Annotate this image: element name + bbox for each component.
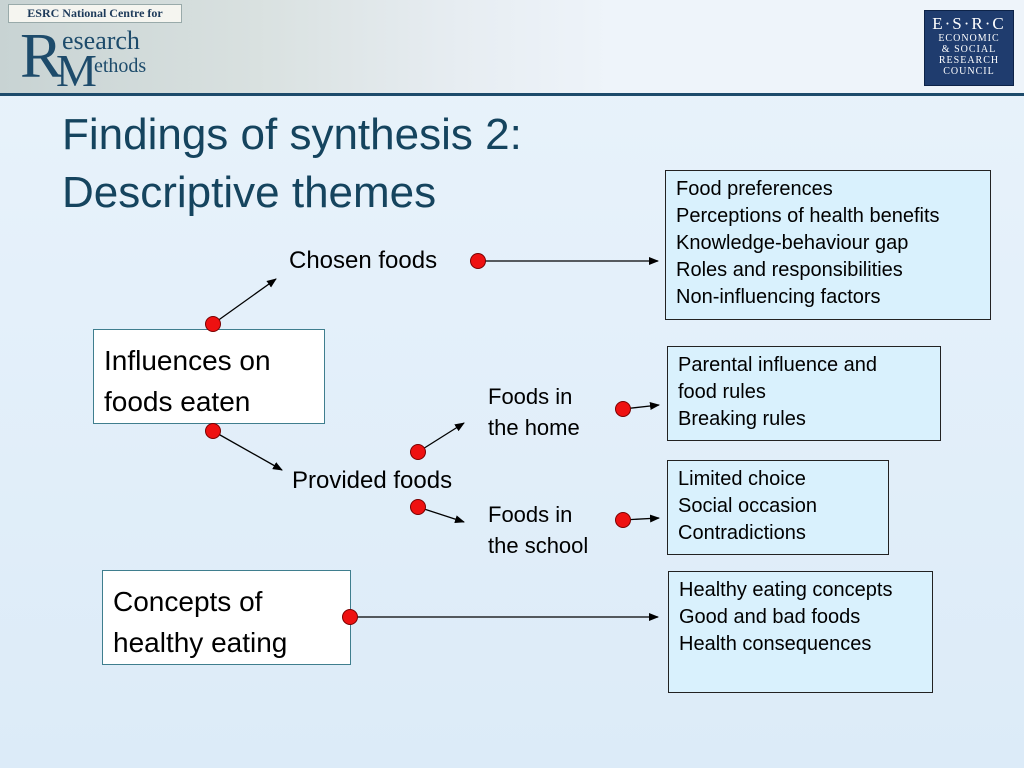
node-influences-top: [205, 316, 221, 332]
concepts-box: Concepts of healthy eating: [102, 570, 351, 665]
home-themes: Parental influence and food rules Breaki…: [667, 346, 941, 441]
logo-letter-m: M: [56, 45, 97, 96]
foods-home-label: Foods in the home: [488, 381, 580, 443]
logo-word-ethods: ethods: [94, 55, 147, 77]
node-concepts: [342, 609, 358, 625]
arrow-provided-to-home: [417, 422, 465, 453]
influences-box: Influences on foods eaten: [93, 329, 325, 424]
council-line: RESEARCH: [938, 55, 1000, 66]
node-influences-bottom: [205, 423, 221, 439]
influences-line-2: foods eaten: [104, 386, 251, 417]
council-line: COUNCIL: [943, 66, 995, 77]
theme-item: Perceptions of health benefits: [676, 205, 940, 227]
slide-title-line-1: Findings of synthesis 2:: [62, 110, 522, 159]
council-line: & SOCIAL: [941, 44, 997, 55]
esrc-council-logo: E·S·R·C ECONOMIC & SOCIAL RESEARCH COUNC…: [924, 10, 1014, 86]
arrow-influences-to-chosen: [212, 278, 277, 325]
council-line: ECONOMIC: [938, 33, 1000, 44]
foods-home-line-1: Foods in: [488, 384, 573, 409]
foods-school-line-2: the school: [488, 533, 589, 558]
theme-item: Good and bad foods: [679, 606, 861, 628]
node-provided-top: [410, 444, 426, 460]
node-foods-home: [615, 401, 631, 417]
slide-title-line-2: Descriptive themes: [62, 168, 437, 217]
theme-item: Non-influencing factors: [676, 286, 881, 308]
arrow-influences-to-provided: [212, 430, 283, 471]
header-divider: [0, 93, 1024, 96]
theme-item: Knowledge-behaviour gap: [676, 232, 909, 254]
slide-title: Findings of synthesis 2: Descriptive the…: [62, 106, 662, 222]
foods-home-line-2: the home: [488, 415, 580, 440]
theme-item: food rules: [678, 381, 766, 403]
logo-letter-r: R: [20, 20, 63, 91]
foods-school-line-1: Foods in: [488, 502, 573, 527]
provided-foods-label: Provided foods: [292, 467, 453, 494]
concepts-line-2: healthy eating: [113, 627, 288, 658]
node-chosen-foods: [470, 253, 486, 269]
theme-item: Healthy eating concepts: [679, 579, 893, 601]
theme-item: Contradictions: [678, 522, 806, 544]
concepts-themes: Healthy eating concepts Good and bad foo…: [668, 571, 933, 693]
concepts-line-1: Concepts of: [113, 586, 263, 617]
theme-item: Parental influence and: [678, 354, 878, 376]
theme-item: Limited choice: [678, 468, 806, 490]
foods-school-label: Foods in the school: [488, 499, 588, 561]
theme-item: Social occasion: [678, 495, 817, 517]
arrow-provided-to-school: [417, 506, 465, 524]
theme-item: Health consequences: [679, 633, 872, 655]
council-abbr: E·S·R·C: [932, 14, 1006, 33]
logo-banner-text: ESRC National Centre for: [8, 4, 182, 23]
node-provided-bottom: [410, 499, 426, 515]
theme-item: Food preferences: [676, 178, 833, 200]
node-foods-school: [615, 512, 631, 528]
chosen-foods-themes: Food preferences Perceptions of health b…: [665, 170, 991, 320]
logo-word-esearch: esearch: [62, 26, 140, 55]
theme-item: Breaking rules: [678, 408, 806, 430]
chosen-foods-label: Chosen foods: [289, 247, 438, 274]
theme-item: Roles and responsibilities: [676, 259, 903, 281]
influences-line-1: Influences on: [104, 345, 271, 376]
school-themes: Limited choice Social occasion Contradic…: [667, 460, 889, 555]
